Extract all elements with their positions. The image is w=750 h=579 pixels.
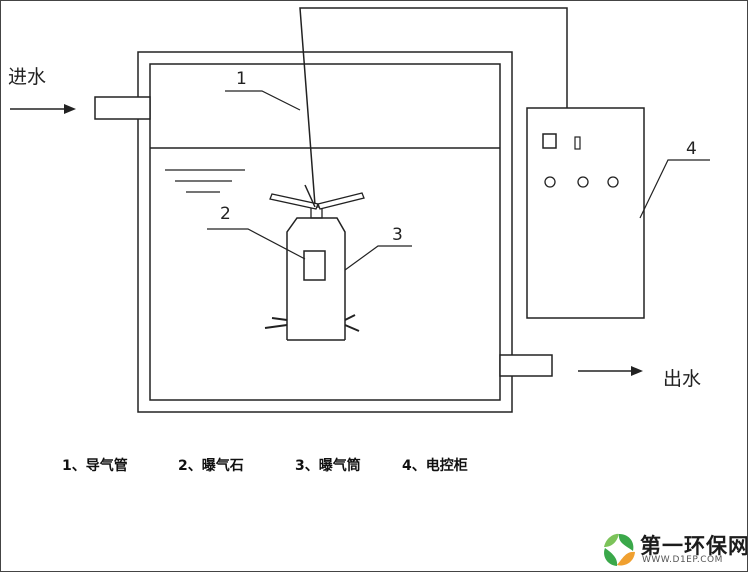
logo-name: 第一环保网: [640, 534, 750, 558]
callout-3: 3: [392, 225, 403, 245]
tank-outer-wall: [137, 51, 513, 413]
cabinet-knob-1-icon: [544, 176, 556, 188]
bottom-leg-right-1: [344, 324, 360, 332]
top-arm-left: [269, 193, 319, 210]
callout-4: 4: [686, 139, 697, 159]
site-logo: 第一环保网 WWW.D1EP.COM: [600, 528, 749, 570]
top-arm-right: [317, 192, 365, 210]
cabinet-indicator-icon: [574, 136, 581, 150]
logo-url: WWW.D1EP.COM: [642, 555, 723, 565]
outlet-label: 出水: [663, 368, 701, 390]
control-cabinet: [526, 107, 645, 319]
cabinet-knob-3-icon: [607, 176, 619, 188]
cabinet-knob-2-icon: [577, 176, 589, 188]
legend-item-cylinder: 3、曝气筒: [295, 458, 361, 474]
inlet-label: 进水: [8, 66, 46, 88]
inlet-pipe: [94, 96, 151, 120]
callout-2: 2: [220, 204, 231, 224]
leader-line-3: [344, 245, 412, 271]
bottom-leg-left-2: [271, 317, 288, 321]
leader-line-1: [225, 90, 301, 111]
bottom-leg-right-2: [344, 314, 356, 321]
callout-1: 1: [236, 69, 247, 89]
legend-item-cabinet: 4、电控柜: [402, 458, 468, 474]
legend-item-stone: 2、曝气石: [178, 458, 244, 474]
bottom-leg-left-1: [264, 324, 288, 329]
legend: 1、导气管 2、曝气石 3、曝气筒 4、电控柜: [62, 455, 522, 477]
outlet-arrow-head: [631, 366, 643, 376]
cabinet-switch-icon: [542, 133, 557, 149]
tank-inner-wall: [149, 63, 501, 401]
aeration-stone: [303, 250, 326, 281]
air-conduit-pipe: [299, 7, 568, 206]
leaf-logo-icon: [604, 533, 635, 566]
leader-line-2: [207, 228, 306, 260]
leader-line-4: [639, 159, 710, 219]
aeration-cylinder-body: [286, 217, 346, 340]
inlet-arrow-head: [64, 104, 76, 114]
outlet-pipe: [499, 354, 553, 377]
top-arm-stem: [304, 184, 316, 208]
legend-item-conduit: 1、导气管: [62, 458, 128, 474]
